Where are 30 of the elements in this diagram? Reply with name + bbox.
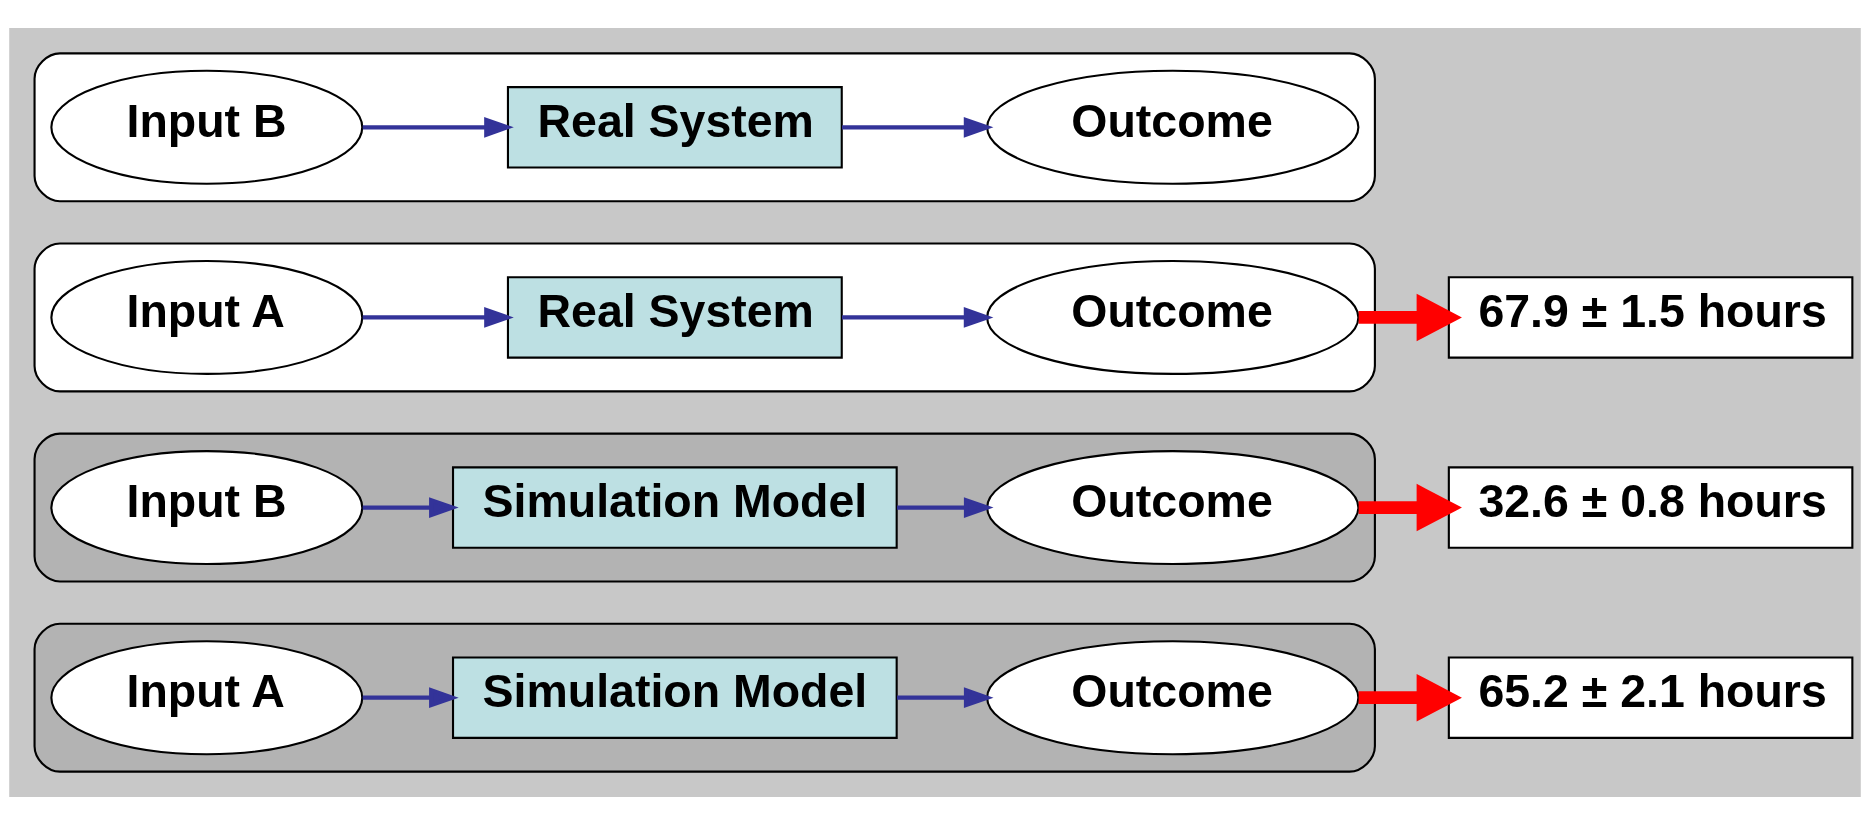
arrow xyxy=(842,307,994,328)
node-ellipse: Outcome xyxy=(986,259,1360,375)
node-box: Real System xyxy=(506,276,843,359)
cluster xyxy=(33,52,1376,203)
node-ellipse: Input A xyxy=(50,259,364,375)
arrow xyxy=(1358,673,1462,722)
node-ellipse: Input A xyxy=(50,640,364,756)
arrow xyxy=(1358,483,1462,532)
node-box: Real System xyxy=(506,86,843,169)
node-ellipse: Outcome xyxy=(986,69,1360,185)
arrow xyxy=(362,497,459,518)
cluster xyxy=(33,242,1376,393)
arrow xyxy=(897,687,994,709)
node-ellipse: Input B xyxy=(50,69,364,185)
cluster xyxy=(33,432,1376,583)
arrow xyxy=(1358,293,1462,342)
arrow xyxy=(362,307,514,328)
arrow xyxy=(362,687,459,709)
arrow xyxy=(842,116,994,138)
cluster xyxy=(33,622,1376,773)
node-box: 65.2 ± 2.1 hours xyxy=(1447,656,1854,739)
arrow xyxy=(362,116,514,138)
arrow xyxy=(897,497,994,518)
node-ellipse: Outcome xyxy=(986,640,1360,756)
node-box: 32.6 ± 0.8 hours xyxy=(1447,466,1854,549)
node-ellipse: Input B xyxy=(50,450,364,566)
node-box: 67.9 ± 1.5 hours xyxy=(1447,276,1854,359)
node-box: Simulation Model xyxy=(451,656,898,739)
node-box: Simulation Model xyxy=(451,466,898,549)
node-ellipse: Outcome xyxy=(986,450,1360,566)
